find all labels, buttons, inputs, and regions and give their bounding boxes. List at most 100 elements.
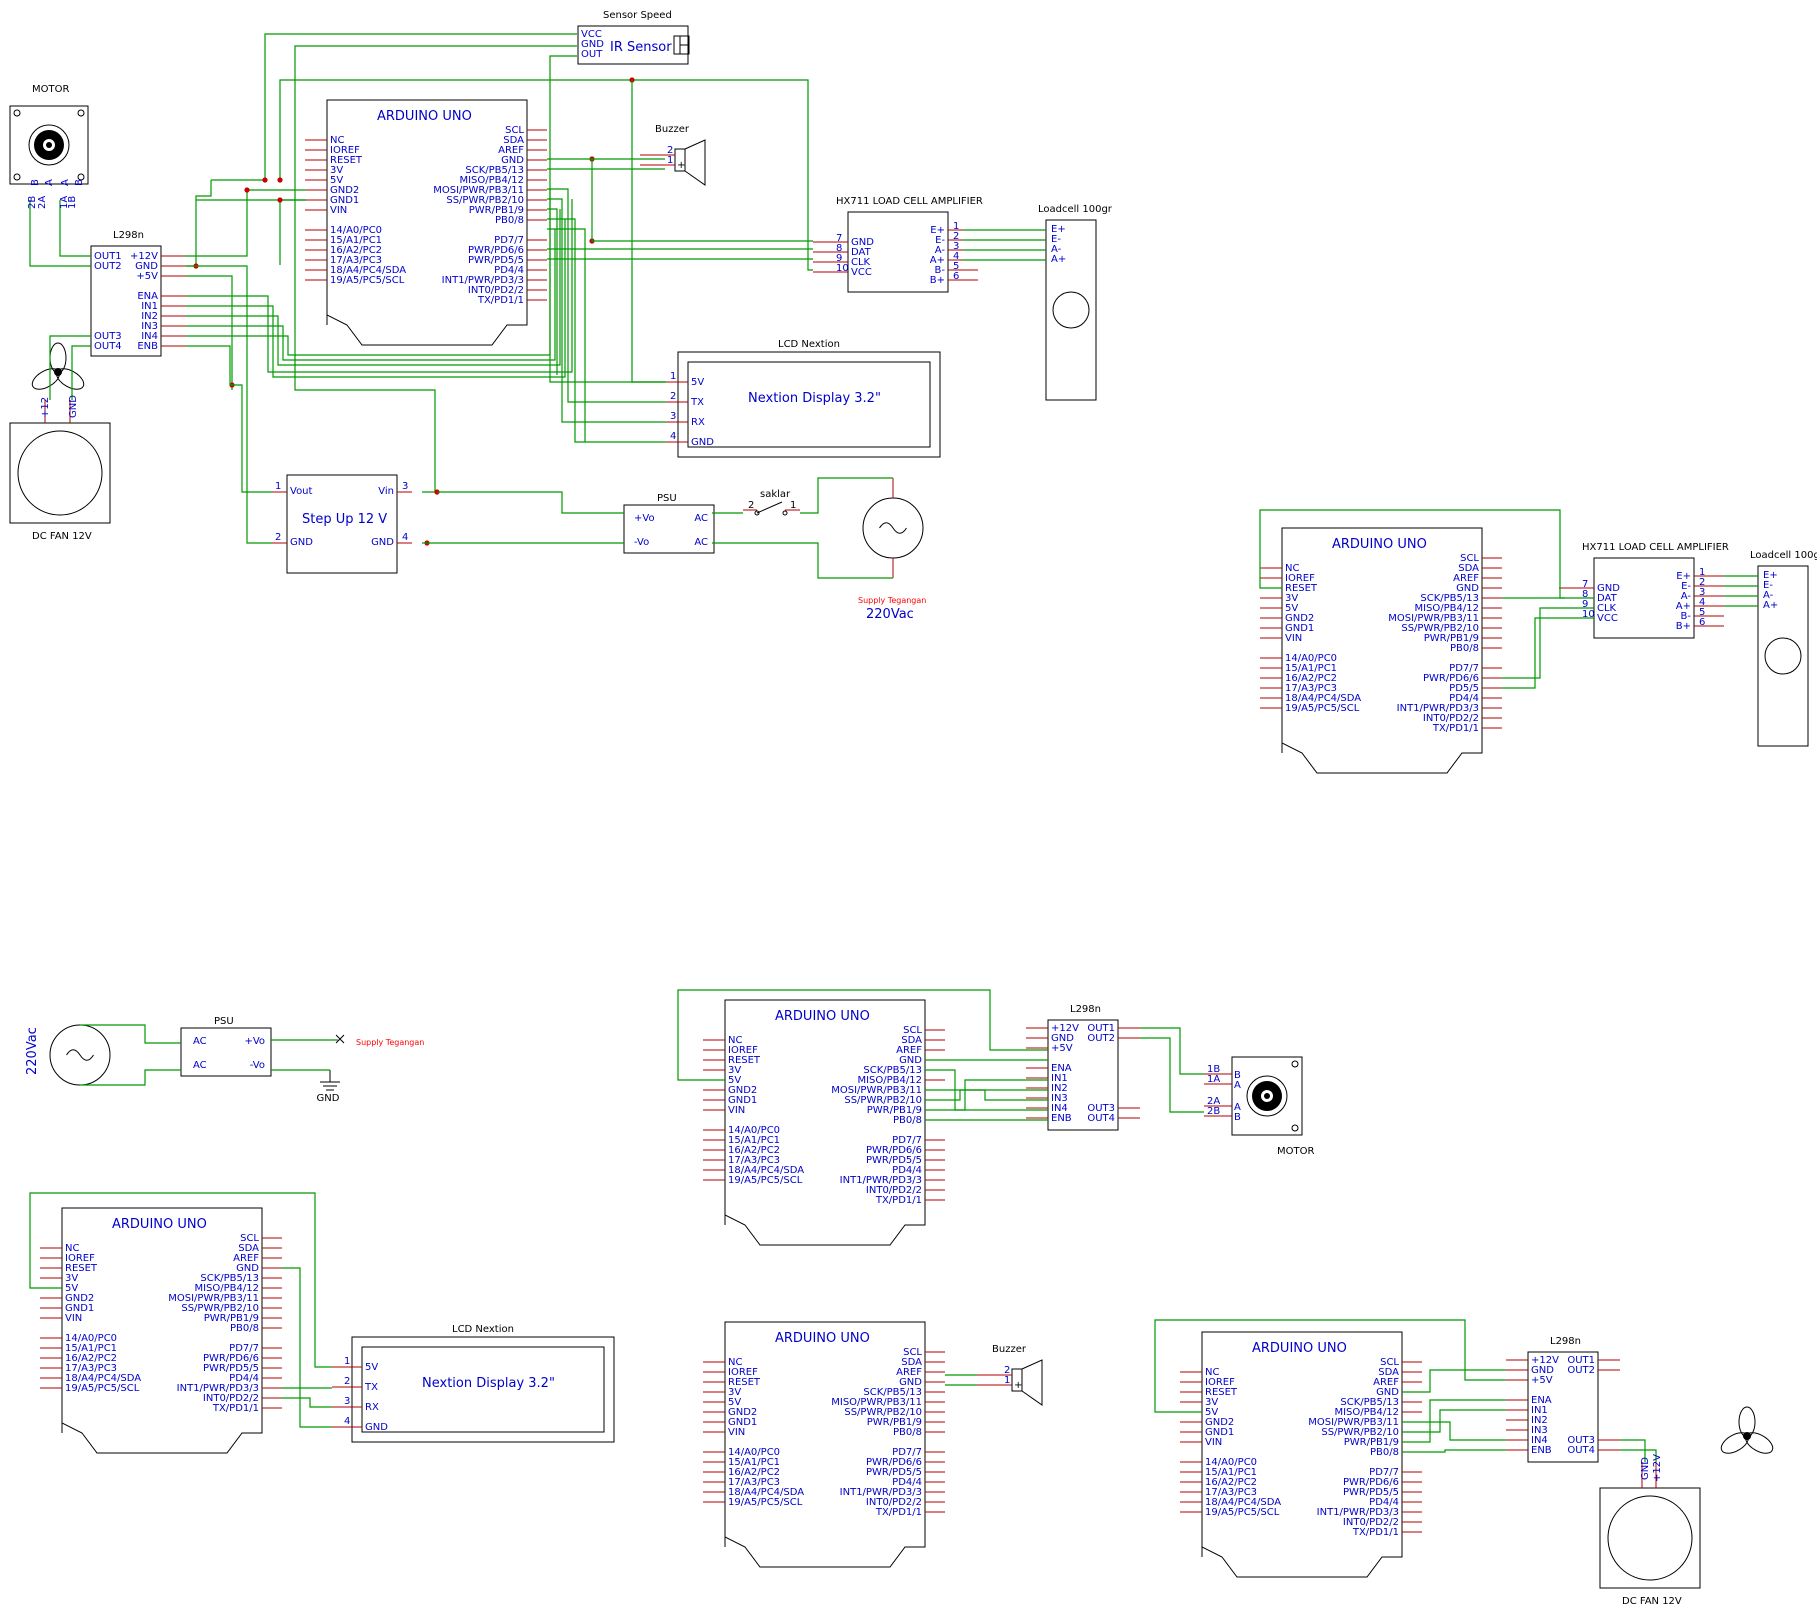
- arduino-main-pin-label: INT0/PD2/2: [468, 285, 524, 296]
- hx711-loadcell-pin-num: 3: [1699, 587, 1705, 598]
- motor-main-hole: [13, 109, 21, 117]
- l298-fan-pin-label: OUT1: [1567, 1355, 1595, 1366]
- l298-motor-pin-label: ENB: [1051, 1113, 1072, 1124]
- motor-main-hole: [13, 173, 21, 181]
- arduino-motor-pin-label: GND1: [728, 1095, 757, 1106]
- motor-b-hole: [1291, 1060, 1299, 1068]
- motor-main-pin-label: 2B: [27, 196, 38, 209]
- psu-b-title: PSU: [214, 1016, 234, 1027]
- loadcell-b-circle: [1764, 637, 1802, 675]
- arduino-lcd-pin-label: 16/A2/PC2: [65, 1353, 117, 1364]
- arduino-main-pin-label: 19/A5/PC5/SCL: [330, 275, 405, 286]
- arduino-main-pin-label: NC: [330, 135, 344, 146]
- arduino-motor-pin-label: AREF: [896, 1045, 922, 1056]
- ir-sensor-label: IR Sensor: [610, 40, 672, 55]
- wire: [49, 335, 91, 400]
- lcd-b-pin-label: RX: [365, 1402, 379, 1413]
- buzzer-b-body: [1011, 1368, 1023, 1392]
- supply-label-main: Supply Tegangan: [858, 596, 926, 605]
- lcd-main-pin-num: 1: [670, 371, 676, 382]
- buzzer-main-pin-num: 1: [667, 155, 673, 166]
- arduino-main-pin-label: PB0/8: [495, 215, 524, 226]
- arduino-buzzer-pin-label: NC: [728, 1357, 742, 1368]
- arduino-motor-pin-label: IOREF: [728, 1045, 758, 1056]
- loadcell-main-body: [1045, 219, 1097, 401]
- dc-fan-b-circle: [1607, 1495, 1693, 1581]
- arduino-loadcell-pin-label: PD7/7: [1449, 663, 1479, 674]
- arduino-main-pin-label: AREF: [498, 145, 524, 156]
- wire: [211, 33, 577, 181]
- arduino-motor-body: [724, 999, 926, 1246]
- arduino-lcd-pin-label: GND: [236, 1263, 259, 1274]
- arduino-loadcell-pin-label: NC: [1285, 563, 1299, 574]
- arduino-fan-pin-label: 18/A4/PC4/SDA: [1205, 1497, 1281, 1508]
- arduino-buzzer-pin-label: GND2: [728, 1407, 757, 1418]
- wire: [282, 1267, 332, 1428]
- arduino-main-pin-label: PD4/4: [494, 265, 524, 276]
- arduino-motor-pin-label: PWR/PD5/5: [866, 1155, 922, 1166]
- wire: [547, 198, 666, 423]
- arduino-loadcell-pin-label: IOREF: [1285, 573, 1315, 584]
- junction-dot: [262, 177, 268, 183]
- hx711-main-pin-label: E-: [935, 235, 945, 246]
- arduino-fan-pin-label: PWR/PD6/6: [1343, 1477, 1399, 1488]
- arduino-motor-pin-label: PD4/4: [892, 1165, 922, 1176]
- dc-fan-main-circle: [17, 430, 103, 516]
- arduino-buzzer-pin-label: PWR/PB1/9: [867, 1417, 922, 1428]
- arduino-lcd-pin-label: 3V: [65, 1273, 78, 1284]
- wire: [925, 1069, 1048, 1111]
- l298-motor-pin-label: IN4: [1051, 1103, 1068, 1114]
- psu-b-ac2: AC: [193, 1060, 207, 1071]
- motor-b-pin-label: 1B: [1207, 1064, 1220, 1075]
- arduino-loadcell-pin-label: GND1: [1285, 623, 1314, 634]
- lcd-main-pin-num: 4: [670, 431, 676, 442]
- loadcell-b-body: [1757, 565, 1809, 747]
- arduino-main-pin-label: SCL: [505, 125, 524, 136]
- psu-main-mvo: -Vo: [634, 537, 649, 548]
- hx711-loadcell-pin-num: 5: [1699, 607, 1705, 618]
- arduino-fan-pin-label: PD7/7: [1369, 1467, 1399, 1478]
- wire: [1402, 1421, 1506, 1441]
- arduino-lcd-pin-label: 14/A0/PC0: [65, 1333, 117, 1344]
- hx711-main-pin-num: 10: [836, 263, 849, 274]
- motor-main-shaft-center: [46, 142, 52, 148]
- arduino-fan-pin-label: SCL: [1380, 1357, 1399, 1368]
- gnd-symbol: [320, 1070, 340, 1091]
- wire: [925, 1089, 1048, 1101]
- arduino-loadcell-pin-label: 18/A4/PC4/SDA: [1285, 693, 1361, 704]
- arduino-loadcell-pin-label: VIN: [1285, 633, 1302, 644]
- arduino-loadcell-pin-label: INT0/PD2/2: [1423, 713, 1479, 724]
- hx711-loadcell-pin-label: DAT: [1597, 593, 1618, 604]
- arduino-motor-pin-label: SDA: [901, 1035, 922, 1046]
- psu-main-pvo: +Vo: [634, 513, 655, 524]
- l298-motor-pin-label: OUT2: [1087, 1033, 1115, 1044]
- hx711-main-pin-num: 6: [953, 271, 959, 282]
- wire: [547, 228, 586, 442]
- l298-fan-pin-label: +12V: [1531, 1355, 1559, 1366]
- arduino-main-pin-label: 17/A3/PC3: [330, 255, 382, 266]
- fan-main-icon-hub: [54, 368, 62, 376]
- motor-b-pin-letter: B: [1234, 1112, 1241, 1123]
- arduino-main-pin-label: 15/A1/PC1: [330, 235, 382, 246]
- wire: [186, 219, 566, 378]
- arduino-fan-pin-label: MOSI/PWR/PB3/11: [1308, 1417, 1399, 1428]
- l298-fan-pin-label: IN1: [1531, 1405, 1548, 1416]
- arduino-fan-pin-label: SDA: [1378, 1367, 1399, 1378]
- arduino-motor-pin-label: 19/A5/PC5/SCL: [728, 1175, 803, 1186]
- l298-motor-pin-label: +12V: [1051, 1023, 1079, 1034]
- arduino-motor-pin-label: GND: [899, 1055, 922, 1066]
- hx711-main-pin-label: CLK: [851, 257, 871, 268]
- arduino-lcd-pin-label: GND1: [65, 1303, 94, 1314]
- arduino-lcd-pin-label: PWR/PB1/9: [204, 1313, 259, 1324]
- arduino-main-pin-label: IOREF: [330, 145, 360, 156]
- arduino-main-pin-label: SDA: [503, 135, 524, 146]
- wire: [547, 188, 666, 403]
- lcd-b-pin-num: 4: [344, 1416, 350, 1427]
- arduino-motor-pin-label: SCL: [903, 1025, 922, 1036]
- l298-motor-pin-label: ENA: [1051, 1063, 1072, 1074]
- arduino-main-pin-label: RESET: [330, 155, 363, 166]
- saklar-num: 1: [790, 500, 796, 511]
- arduino-lcd-pin-label: INT1/PWR/PD3/3: [177, 1383, 259, 1394]
- hx711-loadcell-pin-label: B-: [1681, 611, 1692, 622]
- arduino-fan-pin-label: PWR/PB1/9: [1344, 1437, 1399, 1448]
